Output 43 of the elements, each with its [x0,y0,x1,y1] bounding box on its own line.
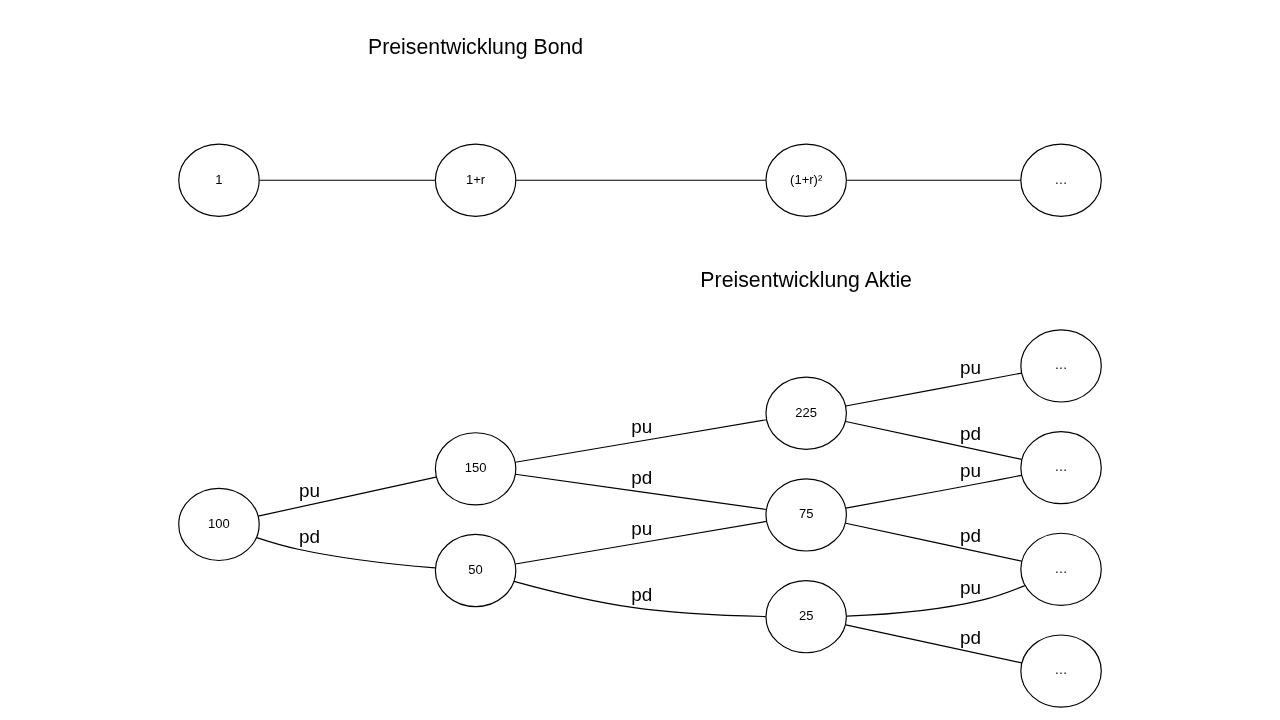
node-ellipse: 1+r [434,143,517,217]
edge-label: pu [960,459,982,481]
node-ellipse: … [1020,143,1102,217]
node-ellipse: (1+r)² [765,143,847,217]
connector [845,474,1022,509]
connector [845,522,1023,562]
connector [845,420,1023,460]
node-ellipse: … [1020,634,1102,708]
edge-label: pu [631,517,653,539]
node-ellipse: … [1020,329,1102,403]
node-ellipse: 100 [178,487,260,562]
node-ellipse: 25 [765,580,847,654]
node-ellipse: … [1020,532,1102,606]
connector [257,476,437,517]
label: Preisentwicklung Bond [368,35,584,60]
connector [514,473,767,511]
node-ellipse: 150 [434,432,517,506]
connector [514,520,768,565]
edge-label: pd [298,526,320,548]
node-ellipse: 50 [434,533,517,608]
node-ellipse: 75 [765,478,847,552]
edge-label: pu [298,479,320,501]
edge-label: pu [960,356,982,378]
node-ellipse: 225 [765,376,847,450]
connector [258,179,436,181]
edge-label: pd [631,466,653,488]
connector [513,580,767,618]
edge-label: pd [960,423,982,445]
connector [845,624,1023,664]
connector [845,372,1023,407]
connector [256,537,436,569]
label: Preisentwicklung Aktie [700,268,912,293]
connector [846,179,1022,181]
connector [514,419,768,463]
edge-label: pu [631,416,653,438]
edge-label: pd [960,626,982,648]
node-ellipse: … [1020,430,1102,505]
connector [846,585,1026,617]
edge-label: pd [960,524,982,546]
connector [515,179,767,181]
node-ellipse: 1 [178,143,260,217]
edge-label: pu [960,576,982,598]
edge-label: pd [631,584,653,606]
